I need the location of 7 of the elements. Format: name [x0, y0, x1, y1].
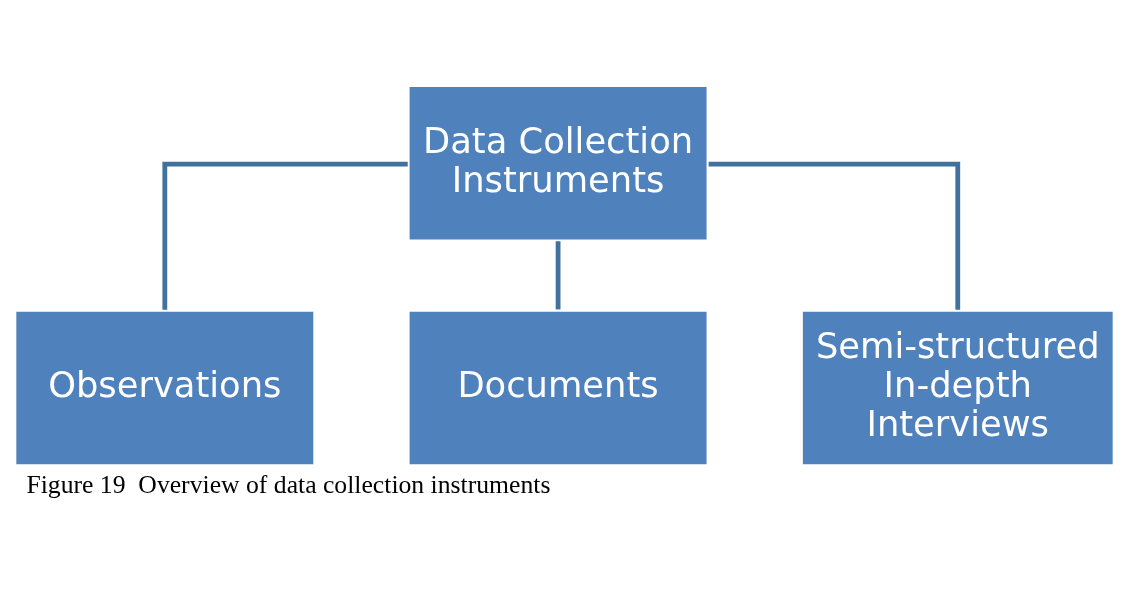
connector — [162, 161, 408, 310]
connector — [555, 240, 561, 309]
node-box: Documents — [406, 308, 710, 467]
connector — [708, 161, 961, 310]
node-box: Semi-structured In-depth Interviews — [799, 308, 1116, 467]
node-box: Observations — [13, 308, 317, 467]
caption: Figure 19 Overview of data collection instruments — [26, 469, 551, 499]
